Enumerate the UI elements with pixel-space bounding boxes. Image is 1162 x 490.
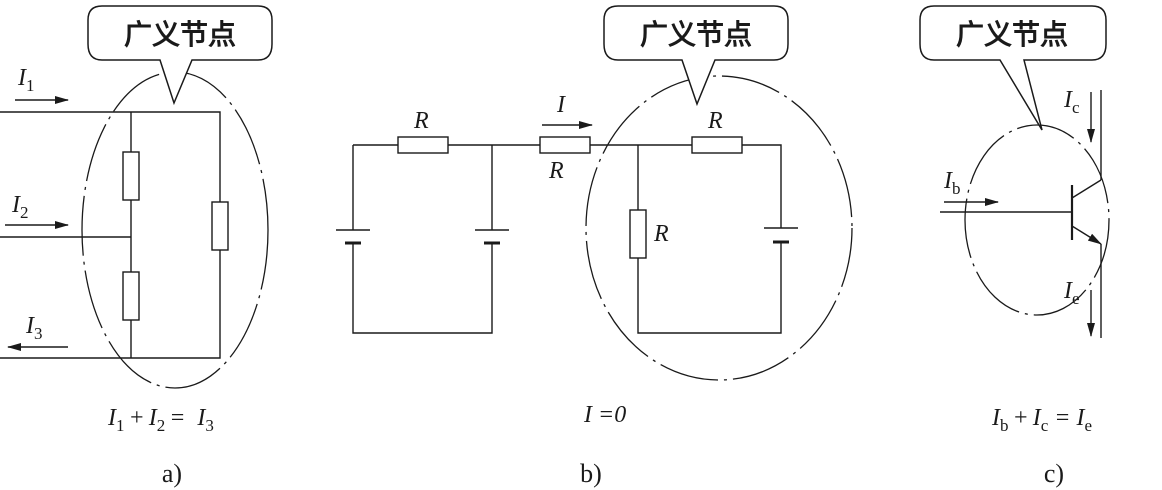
caption-a: a) (162, 459, 182, 488)
generalized-node-boundary-c (964, 124, 1110, 316)
caption-c: c) (1044, 459, 1064, 488)
battery-b3 (764, 227, 798, 244)
resistor-b1 (397, 136, 449, 154)
equation-c: Ib+Ic=Ie (991, 405, 1092, 435)
resistor-a2 (122, 271, 140, 321)
panel-a: I1 I2 I3 广义节点 I1+I2=I3 a) (0, 5, 273, 488)
label-i2: I2 (11, 192, 29, 222)
transistor (940, 90, 1102, 338)
label-current-i: I (556, 92, 566, 118)
resistor-b4 (629, 209, 647, 259)
resistor-b3 (691, 136, 743, 154)
battery-b1 (336, 229, 370, 245)
label-r2: R (548, 158, 564, 184)
equation-b: I =0 (583, 402, 626, 428)
resistor-b2 (539, 136, 591, 154)
callout-text-c: 广义节点 (956, 18, 1068, 51)
caption-b: b) (580, 459, 602, 488)
wire-b-left-loop (352, 145, 493, 334)
wire-b-top (353, 144, 782, 228)
label-i1: I1 (17, 65, 35, 95)
label-r1: R (413, 108, 429, 134)
label-ib: Ib (943, 168, 961, 198)
generalized-node-boundary-b (585, 75, 853, 381)
generalized-node-boundary-a (81, 71, 269, 389)
resistor-a3 (211, 201, 229, 251)
callout-bubble-c (919, 5, 1107, 131)
label-ic: Ic (1063, 87, 1080, 117)
resistor-a1 (122, 151, 140, 201)
panel-c: Ic Ib Ie 广义节点 Ib+Ic=Ie c) (919, 5, 1110, 488)
label-ie: Ie (1063, 278, 1080, 308)
equation-a: I1+I2=I3 (107, 405, 214, 435)
label-r3: R (707, 108, 723, 134)
callout-bubble-b (603, 5, 789, 107)
label-r4: R (653, 221, 669, 247)
callout-text-b: 广义节点 (640, 18, 752, 51)
panel-b: I R R R R 广义节点 I =0 b) (336, 5, 853, 488)
battery-b2 (475, 229, 509, 245)
label-i3: I3 (25, 313, 43, 343)
callout-bubble-a (87, 5, 273, 106)
callout-text-a: 广义节点 (124, 18, 236, 51)
